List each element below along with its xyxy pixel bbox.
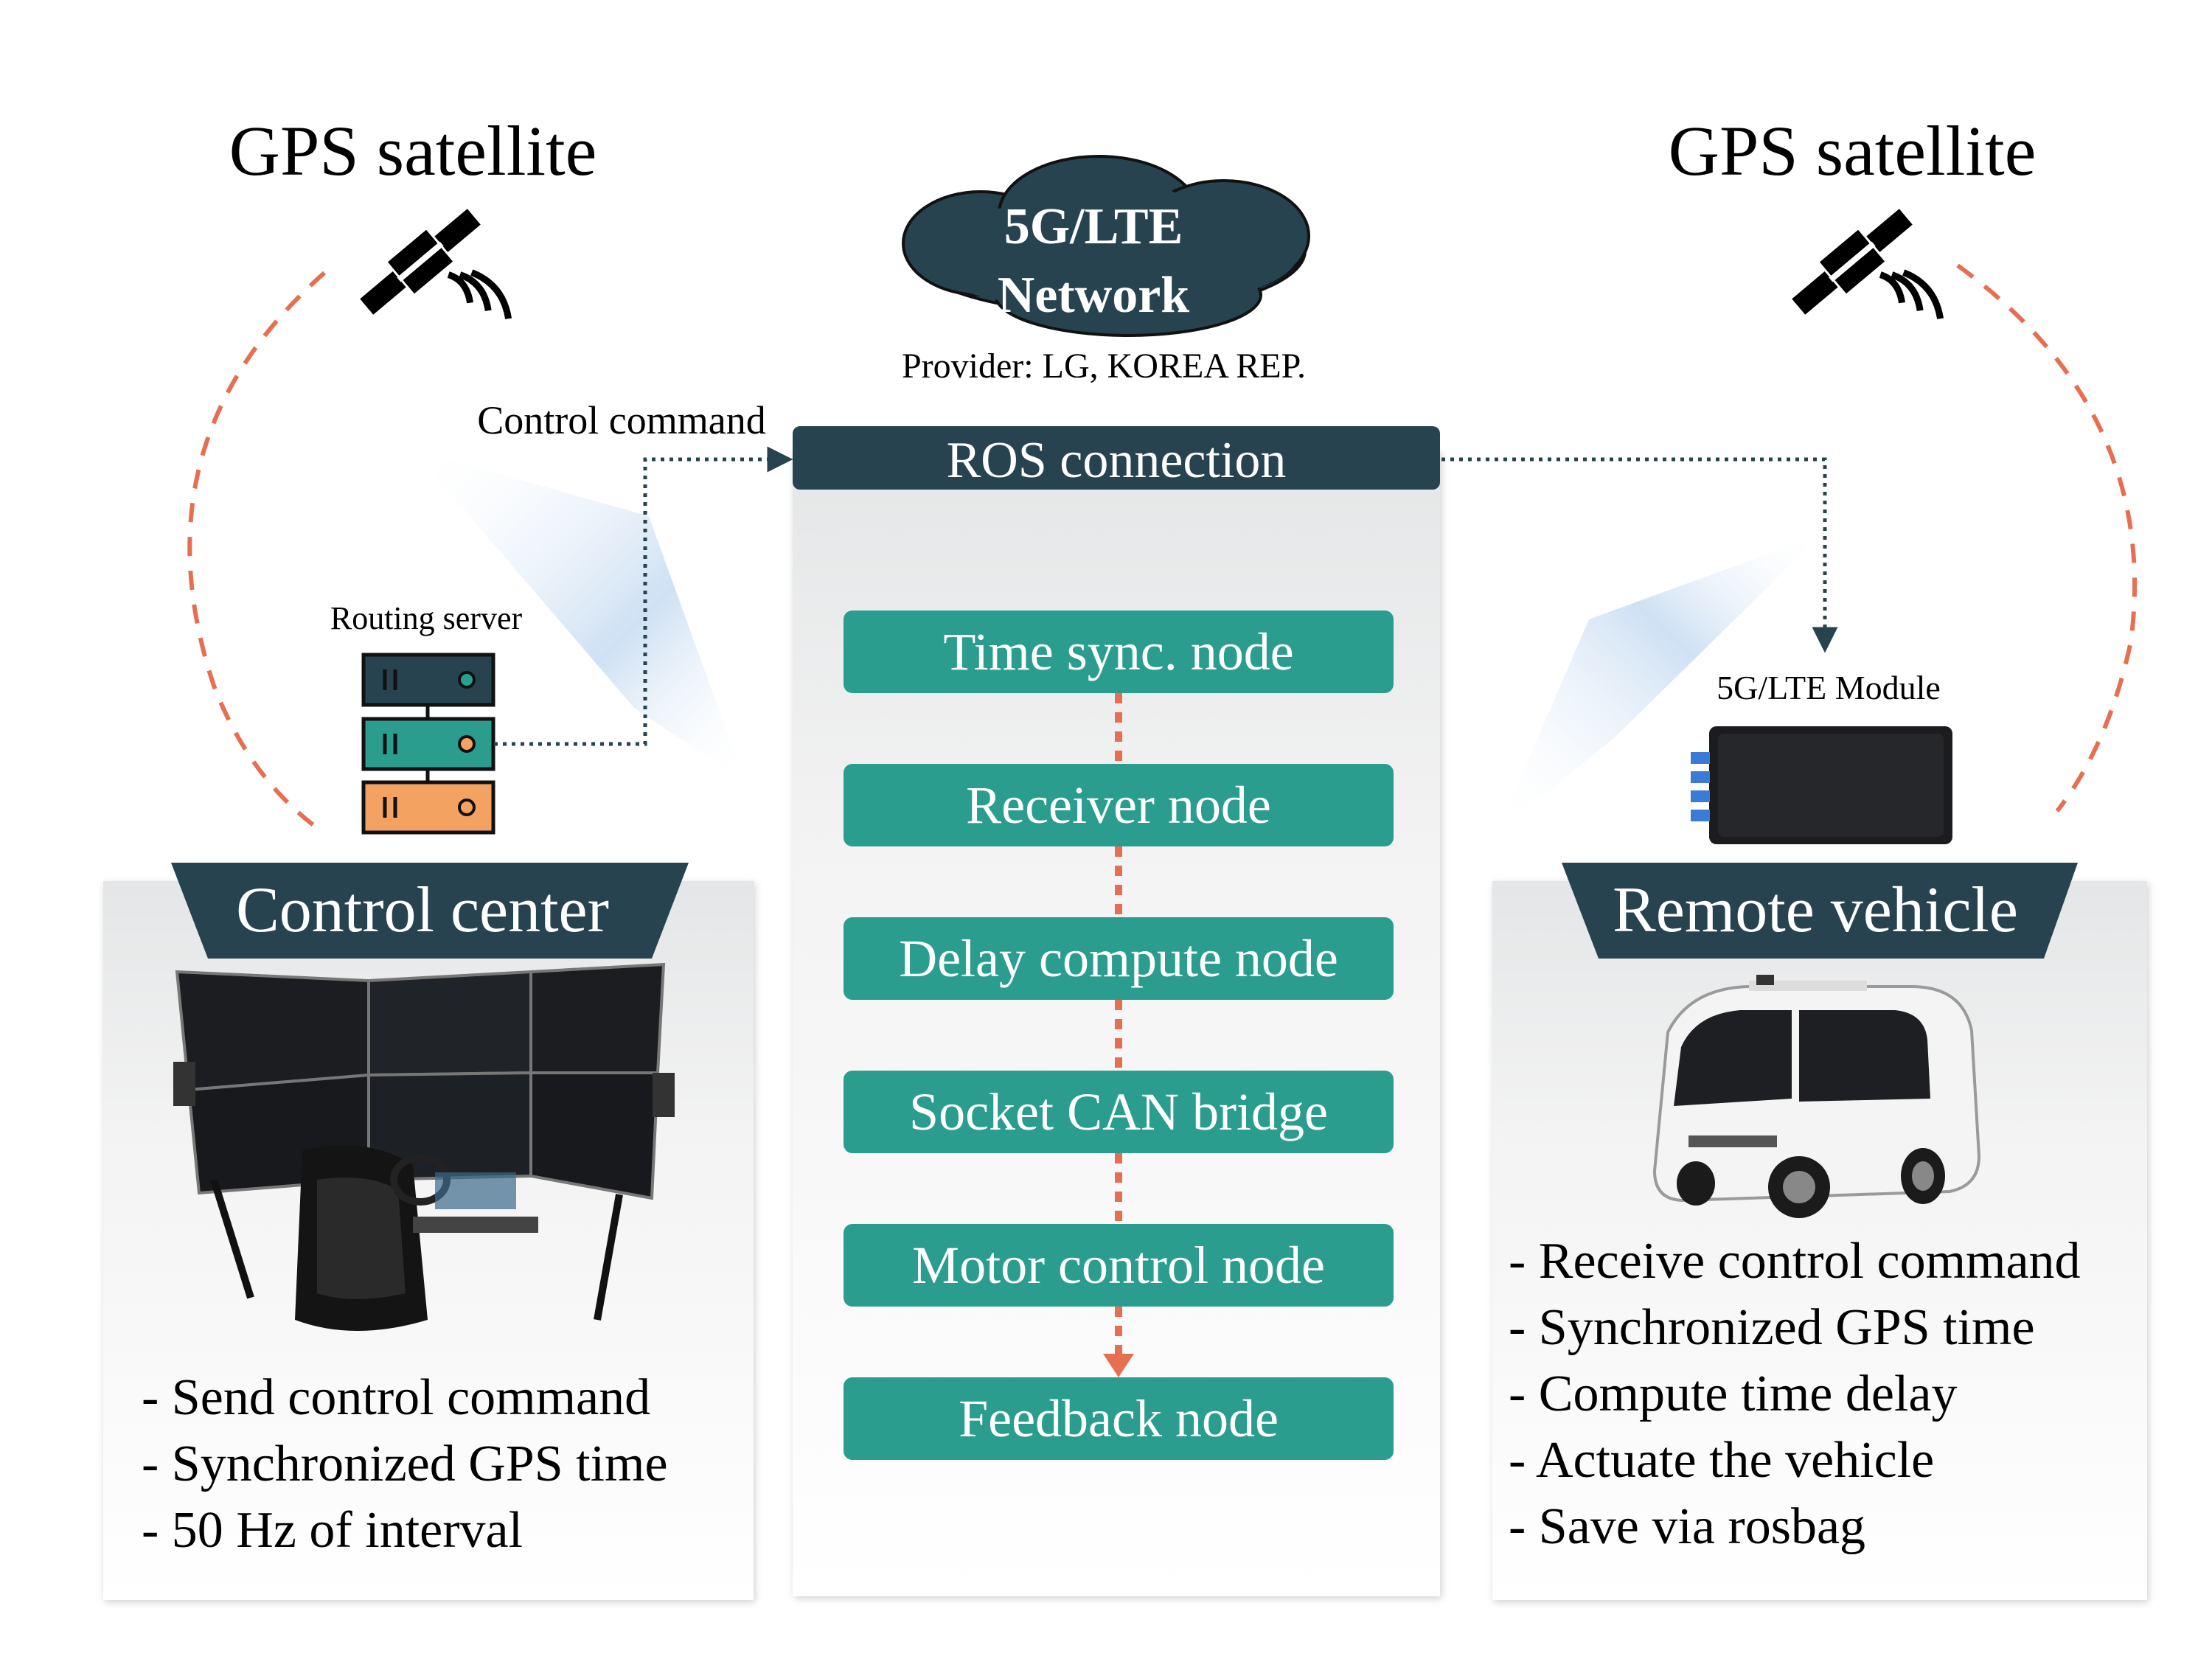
control-center-bullet-3: - 50 Hz of interval xyxy=(142,1502,523,1559)
receiver-node-label: Receiver node xyxy=(966,776,1271,835)
routing-server-label: Routing server xyxy=(330,600,523,636)
driving-simulator-photo xyxy=(173,962,675,1331)
receiver-node: Receiver node xyxy=(844,764,1394,846)
lte-module-label: 5G/LTE Module xyxy=(1717,669,1941,706)
satellite-icon xyxy=(360,209,512,319)
gps-satellite-title-right: GPS satellite xyxy=(1669,111,2037,190)
ros-connection-header xyxy=(793,426,1440,490)
socket-can-bridge-label: Socket CAN bridge xyxy=(909,1082,1328,1141)
gps-satellite-title-left: GPS satellite xyxy=(229,111,597,190)
feedback-node-label: Feedback node xyxy=(959,1389,1279,1448)
control-center-title: Control center xyxy=(236,874,609,946)
satellite-icon-right xyxy=(1792,209,1944,319)
remote-vehicle-title: Remote vehicle xyxy=(1613,874,2018,946)
lte-module-photo xyxy=(1691,726,1952,844)
gps-signal-arc-left xyxy=(187,271,326,835)
control-command-label: Control command xyxy=(477,398,765,442)
control-center-bullet-2: - Synchronized GPS time xyxy=(142,1436,668,1492)
delay-compute-node-label: Delay compute node xyxy=(899,929,1338,988)
remote-vehicle-bullet-5: - Save via rosbag xyxy=(1509,1498,1865,1555)
control-center-bullet-1: - Send control command xyxy=(142,1369,650,1426)
control-center-header-ribbon xyxy=(171,863,689,959)
delay-compute-node: Delay compute node xyxy=(844,917,1394,1000)
feedback-node: Feedback node xyxy=(844,1377,1394,1460)
motor-control-node-label: Motor control node xyxy=(912,1236,1325,1295)
ros-to-module-connector xyxy=(1441,457,1838,653)
provider-label: Provider: LG, KOREA REP. xyxy=(902,347,1306,386)
gps-signal-arc-right xyxy=(1956,263,2138,813)
signal-beam-right xyxy=(1497,535,1821,833)
time-sync-node: Time sync. node xyxy=(844,611,1394,693)
remote-vehicle-bullet-2: - Synchronized GPS time xyxy=(1509,1299,2035,1356)
remote-vehicle-bullet-1: - Receive control command xyxy=(1509,1233,2081,1290)
cloud-title-line1: 5G/LTE xyxy=(1004,198,1183,255)
autonomous-shuttle-photo xyxy=(1652,975,1981,1218)
control-command-connector xyxy=(494,446,793,746)
signal-beam-left xyxy=(413,450,745,782)
chain-arrowhead xyxy=(1103,1354,1134,1377)
remote-vehicle-bullet-4: - Actuate the vehicle xyxy=(1509,1432,1934,1489)
motor-control-node: Motor control node xyxy=(844,1224,1394,1307)
cloud-icon xyxy=(902,155,1310,337)
ros-connection-title: ROS connection xyxy=(947,432,1287,489)
server-rack-icon xyxy=(361,653,495,835)
remote-vehicle-header-ribbon xyxy=(1562,863,2078,959)
time-sync-node-label: Time sync. node xyxy=(943,622,1293,681)
socket-can-bridge-node: Socket CAN bridge xyxy=(844,1071,1394,1153)
remote-vehicle-bullet-3: - Compute time delay xyxy=(1509,1366,1957,1422)
cloud-title-line2: Network xyxy=(998,267,1190,324)
